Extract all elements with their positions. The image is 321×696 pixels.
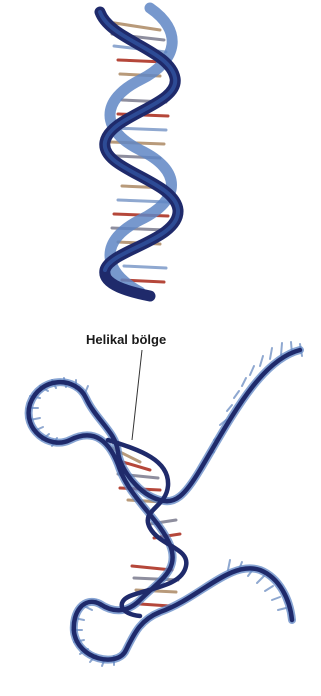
rna-backbone-under — [29, 350, 300, 660]
dna-double-helix — [100, 8, 178, 296]
rna-folded-strand — [28, 342, 302, 666]
callout-pointer-line — [132, 350, 142, 440]
helical-region-label: Helikal bölge — [86, 332, 166, 347]
